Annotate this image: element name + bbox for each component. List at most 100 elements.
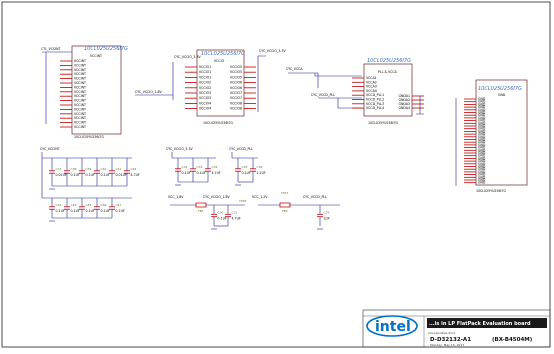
u3-pin-label: VCCA1	[366, 76, 377, 80]
u2-pin-label: VCCIO3	[199, 96, 211, 100]
vccio-cap-ref: C34	[212, 165, 218, 169]
filter-1v8-tp: TP26	[238, 199, 247, 203]
u1-part-number: 10CL025U256I7G	[84, 46, 128, 52]
title-doc-number: D-D32132-A1	[430, 337, 471, 343]
vccint-bottom-cap-ref: C47	[116, 203, 122, 207]
u3-part-number: 10CL025U256I7G	[367, 58, 411, 64]
pll-cap-ref: C35	[242, 165, 248, 169]
title-size-code: (BX-B4504M)	[492, 337, 533, 343]
u4-footer: 10CL025YU256I7G	[476, 189, 506, 193]
vccint-bottom-cap-value: 0.1UF	[71, 209, 80, 213]
u1-footer: 10CL025YU256I7G	[74, 135, 104, 139]
decoupling-pll-block: CYC_VCCD_PLL C35 0.1UF C36 2.2UF	[229, 147, 266, 186]
intel-logo: intel	[375, 319, 411, 335]
decoupling-vccint-net: CYC_VCCINT	[40, 147, 60, 151]
vccint-bottom-cap-value: 0.1UF	[56, 209, 65, 213]
u2-pin-label: VCCIO8	[230, 107, 242, 111]
u2-footer: 10CL025YU256I7G	[203, 121, 233, 125]
u2-pin-label: VCCIO5	[230, 65, 242, 69]
u4-pin-label: GND	[478, 173, 486, 177]
decoupling-vccint-top-caps: C370.01UFC380.1UFC390.1UFC400.1UFC410.01…	[49, 158, 140, 190]
decoupling-pll-rail	[231, 152, 258, 159]
u1-pin-label: VCCINT	[74, 81, 86, 85]
vccint-bottom-cap-value: 0.1UF	[86, 209, 95, 213]
u3-pin-label: VCCD_PLL2	[366, 98, 384, 102]
u1-pin-label: VCCINT	[74, 116, 86, 120]
u4-pin-label: GND	[478, 154, 486, 158]
u4-pin-label: GND	[478, 111, 486, 115]
u4-pin-label: GND	[478, 129, 486, 133]
title-block: intel ...is in LP FlatPack Evaluation bo…	[362, 309, 551, 348]
u4-pin-label: GND	[478, 127, 486, 131]
u4-pins: GNDGNDGNDGNDGNDGNDGNDGNDGNDGNDGNDGNDGNDG…	[464, 97, 486, 185]
vccint-top-cap-value: 0.01UF	[116, 173, 127, 177]
u2-pin-label: VCCIO6	[230, 86, 242, 90]
u3-pin-label: VCCD_PLL4	[366, 106, 384, 110]
u2-vccio-block: CYC_VCCIO_3.3V CYC_VCCIO_3.3V CYC_VCCIO_…	[135, 49, 287, 125]
u1-symbol[interactable]	[71, 45, 122, 135]
u2-pin-label: VCCIO4	[199, 107, 211, 111]
u2-net-top-left: CYC_VCCIO_3.3V	[174, 55, 202, 59]
pll-cap-ref: C36	[257, 165, 263, 169]
u4-pin-label: GND	[478, 175, 486, 179]
u2-part-number: 10CL025U256I7G	[201, 51, 245, 57]
u4-symbol[interactable]	[475, 79, 528, 186]
u1-pin-label: VCCINT	[74, 103, 86, 107]
u4-pin-label: GND	[478, 97, 486, 101]
u2-pin-label: VCCIO4	[199, 101, 211, 105]
u4-pin-label: GND	[478, 165, 486, 169]
u4-pin-label: GND	[478, 159, 486, 163]
decoupling-vccint-block: CYC_VCCINT C370.01UFC380.1UFC390.1UFC400…	[40, 147, 140, 222]
u2-pin-label: VCCIO1	[199, 70, 211, 74]
u1-pin-label: VCCINT	[74, 68, 86, 72]
vccio-cap-value: 0.1UF	[182, 171, 191, 175]
u4-pin-label: GND	[478, 151, 486, 155]
u2-pin-label: VCCIO5	[230, 75, 242, 79]
u3-net-bottom: CYC_VCCD_PLL	[311, 93, 335, 97]
u2-pin-label: VCCIO1	[199, 75, 211, 79]
u2-pin-label: VCCIO6	[230, 81, 242, 85]
filter-1v8-ferrite-ref: FB1	[198, 209, 204, 213]
u1-pin-label: VCCINT	[74, 63, 86, 67]
filter-1v8-cap-ref: C31	[232, 211, 238, 215]
u2-pin-label: VCCIO3	[199, 91, 211, 95]
decoupling-pll-caps: C35 0.1UF C36 2.2UF	[235, 158, 266, 186]
u4-pin-label: GND	[478, 113, 486, 117]
u4-pin-label: GND	[478, 100, 486, 104]
u3-symbol[interactable]	[363, 63, 413, 117]
u4-pin-label: GND	[478, 140, 486, 144]
u4-pin-label: GND	[478, 156, 486, 160]
u4-pin-label: GND	[478, 119, 486, 123]
pll-cap-value: 2.2UF	[257, 171, 266, 175]
u1-pin-label: VCCINT	[74, 112, 86, 116]
vccint-bottom-cap-ref: C46	[101, 203, 107, 207]
u4-part-number: 10CL025U256I7G	[478, 86, 522, 92]
vccio-cap-value: 4.7UF	[212, 171, 221, 175]
u4-pin-label: GND	[478, 148, 486, 152]
filter-pll-ferrite-ref: FB2	[282, 209, 288, 213]
decoupling-pll-net: CYC_VCCD_PLL	[229, 147, 253, 151]
vccio-cap-ref: C32	[182, 165, 188, 169]
u1-pins: VCCINTVCCINTVCCINTVCCINTVCCINTVCCINTVCCI…	[60, 59, 86, 129]
u4-pin-label: GND	[478, 167, 486, 171]
title-date-line: Monday, May 15, 2017	[430, 343, 464, 347]
u3-pin-label: GNDA2	[399, 98, 410, 102]
title-sheet-note: pre-sensitive docs	[428, 331, 456, 335]
u1-pin-label: VCCINT	[74, 85, 86, 89]
u4-pin-label: GND	[478, 143, 486, 147]
u4-pin-label: GND	[478, 138, 486, 142]
u3-name: PLL & VCCA	[378, 70, 398, 74]
vccint-top-cap-ref: C40	[101, 167, 107, 171]
u4-pin-label: GND	[478, 181, 486, 185]
title-description: ...is in LP FlatPack Evaluation board	[429, 321, 531, 327]
pll-cap-value: 0.1UF	[242, 171, 251, 175]
u2-pin-label: VCCIO8	[230, 101, 242, 105]
decoupling-vccio-rail	[171, 152, 216, 159]
